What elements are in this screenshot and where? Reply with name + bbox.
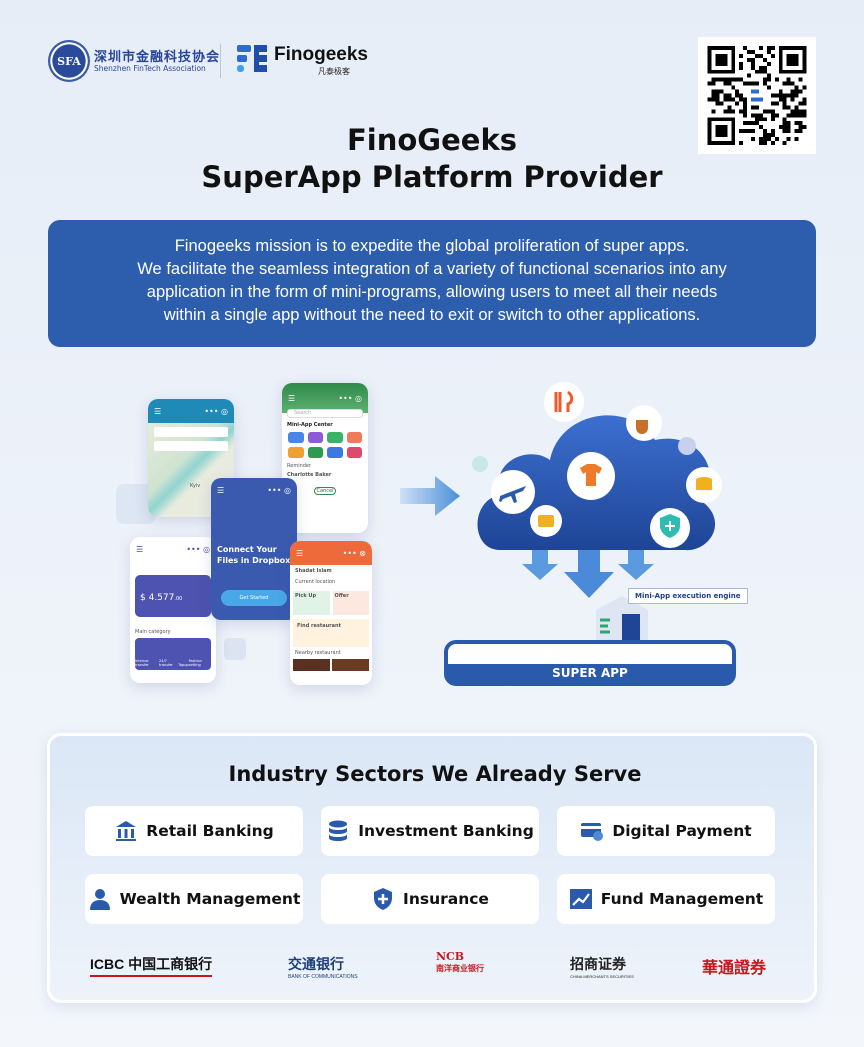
page-title-line1: FinoGeeks [346, 123, 517, 157]
search-placeholder: Search [294, 410, 312, 416]
current-location: Current location [295, 579, 336, 585]
get-started-button[interactable]: Get Started [221, 590, 287, 606]
sector-label: Digital Payment [612, 822, 752, 840]
partner-sub: BANK OF COMMUNICATIONS [288, 974, 358, 980]
engine-label: Mini-App execution engine [628, 588, 748, 604]
super-app-label: SUPER APP [448, 664, 732, 682]
sectors-title: Industry Sectors We Already Serve [228, 762, 642, 786]
decor-square [224, 638, 246, 660]
cancel-button[interactable]: Cancel [314, 487, 336, 495]
sector-label: Investment Banking [358, 822, 534, 840]
mission-line: within a single app without the need to … [163, 306, 701, 324]
sfa-logo: SFA [48, 40, 90, 82]
food-app-mockup: ☰••• ⊗ Shadat Islam Current location Pic… [290, 541, 372, 685]
mission-line: Finogeeks mission is to expedite the glo… [174, 237, 690, 255]
header-divider [220, 44, 221, 78]
sfa-name-cn: 深圳市金融科技协会 [94, 50, 221, 65]
page-title-line2: SuperApp Platform Provider [201, 160, 663, 194]
sector-label: Fund Management [600, 890, 764, 908]
sfa-name-en: Shenzhen FinTech Association [94, 64, 206, 73]
category-item[interactable]: Topup [178, 663, 189, 667]
card-icon [581, 823, 604, 841]
mission-statement: Finogeeks mission is to expedite the glo… [48, 220, 816, 347]
category-item[interactable]: Internal transfer [135, 659, 149, 667]
mini-app-center-mockup: ☰••• ◎ Search Mini-App Center Reminder C… [282, 383, 368, 533]
find-restaurant-card[interactable]: Find restaurant [293, 619, 369, 647]
dropbox-app-mockup: ☰••• ◎ Connect Your Files in Dropbox Get… [211, 478, 297, 620]
chart-icon [569, 889, 592, 909]
bank-icon [116, 821, 137, 841]
sector-wealth-management: Wealth Management [85, 874, 303, 924]
partner-logo-icbc: ICBC 中国工商银行 [90, 954, 213, 977]
finogeeks-logo-icon [237, 45, 267, 72]
category-item[interactable]: Fashion setting [188, 659, 202, 667]
partner-sub: CHINA MERCHANTS SECURITIES [570, 974, 634, 979]
mission-line: application in the form of mini-programs… [146, 283, 718, 301]
category-item[interactable]: 24/7 transfer [159, 659, 173, 667]
person-icon [89, 889, 110, 910]
database-icon [329, 820, 348, 841]
sector-investment-banking: Investment Banking [321, 806, 539, 856]
user-name: Shadat Islam [295, 568, 332, 574]
sector-insurance: Insurance [321, 874, 539, 924]
download-arrows-icon [522, 550, 654, 598]
brand-name: Finogeeks [274, 44, 368, 65]
partner-name: 交通银行 [288, 957, 344, 973]
pickup-card[interactable]: Pick Up [293, 591, 330, 615]
sector-fund-management: Fund Management [557, 874, 775, 924]
reminder-label: Reminder [287, 463, 312, 469]
arrow-right-icon [400, 476, 460, 516]
dropbox-title: Connect Your Files in Dropbox [217, 545, 291, 565]
sector-retail-banking: Retail Banking [85, 806, 303, 856]
shield-icon [374, 888, 393, 910]
nearby-restaurant-label: Nearby restaurant [295, 650, 341, 656]
cloud-diagram [472, 382, 722, 551]
qr-code [698, 37, 816, 154]
brand-name-cn: 凡泰极客 [318, 67, 350, 76]
partner-name: NCB [436, 950, 465, 963]
map-city-label: Kyiv [190, 483, 201, 489]
balance-cents: .00 [174, 596, 183, 602]
balance-amount: $ 4.577 [140, 593, 175, 603]
partner-logo-huatong: 華通證券 [702, 958, 767, 977]
main-category-label: Main category [135, 629, 171, 635]
sector-label: Wealth Management [119, 890, 301, 908]
banking-app-mockup: ☰••• ◎ $ 4.577.00 Main category Internal… [130, 537, 216, 683]
partner-sub: 南洋商业银行 [436, 963, 484, 973]
partner-name: 招商证券 [570, 957, 626, 973]
sector-digital-payment: Digital Payment [557, 806, 775, 856]
offer-card[interactable]: Offer [332, 591, 369, 615]
mini-app-center-heading: Mini-App Center [287, 422, 333, 428]
doctor-name: Charlotte Baker [287, 472, 332, 478]
sector-label: Insurance [403, 890, 489, 908]
execution-engine-cube-icon [596, 594, 648, 652]
industry-sectors-panel: Industry Sectors We Already Serve Retail… [47, 733, 817, 1003]
super-app-phone: SUPER APP [444, 640, 736, 686]
sector-label: Retail Banking [146, 822, 274, 840]
mission-line: We facilitate the seamless integration o… [137, 260, 727, 278]
